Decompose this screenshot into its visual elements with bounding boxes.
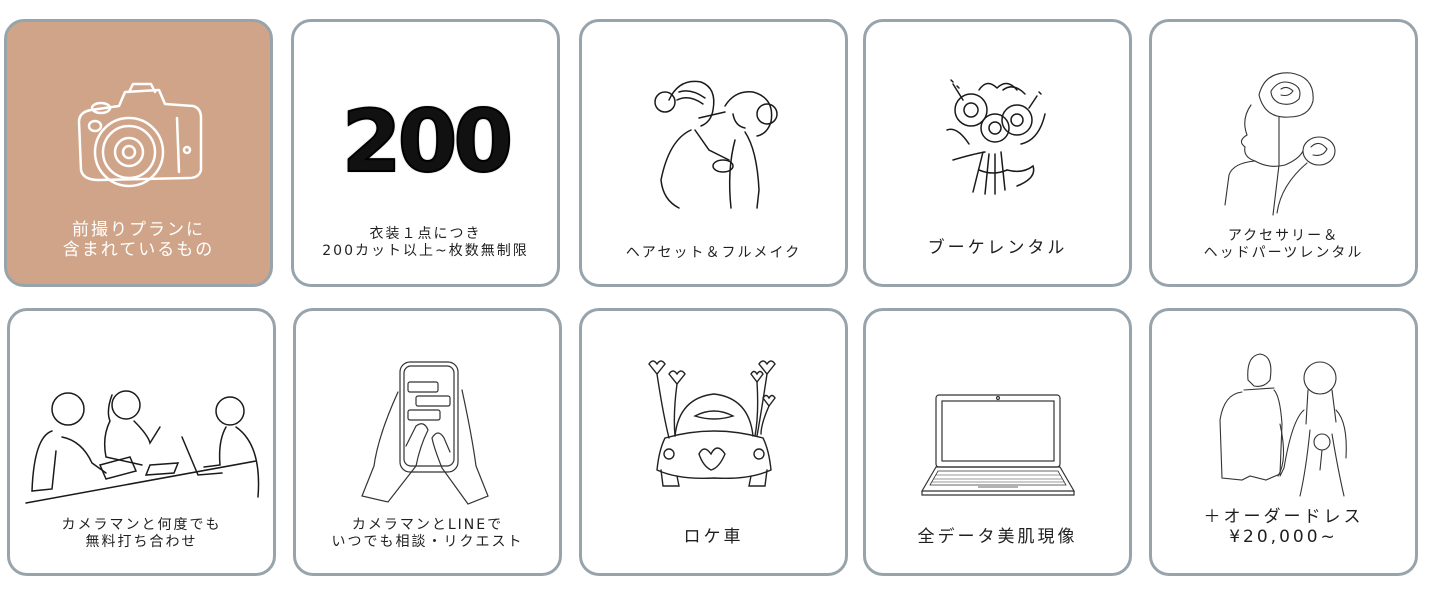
card-retouch[interactable]: 全データ美肌現像 <box>863 308 1132 576</box>
card-cuts[interactable]: 200 衣装１点につき 200カット以上~枚数無制限 <box>291 19 560 287</box>
card-location-car[interactable]: ロケ車 <box>579 308 848 576</box>
card-label: 前撮りプランに 含まれているもの <box>62 220 215 260</box>
balloon-200-icon: 200 <box>294 82 557 202</box>
card-order-dress[interactable]: ＋オーダードレス ¥20,000~ <box>1149 308 1418 576</box>
card-line[interactable]: カメラマンとLINEで いつでも相談・リクエスト <box>293 308 562 576</box>
smartphone-hands-icon <box>296 351 559 511</box>
card-label: カメラマンとLINEで いつでも相談・リクエスト <box>331 517 524 550</box>
bouquet-icon <box>866 60 1129 220</box>
card-label: 衣装１点につき 200カット以上~枚数無制限 <box>322 226 529 259</box>
card-plan-includes[interactable]: 前撮りプランに 含まれているもの <box>4 19 273 287</box>
big-number: 200 <box>341 91 515 193</box>
wedding-car-icon <box>582 349 845 509</box>
card-label: カメラマンと何度でも 無料打ち合わせ <box>61 517 222 550</box>
laptop-icon <box>866 361 1129 521</box>
bride-groom-icon <box>1152 345 1415 505</box>
card-meeting[interactable]: カメラマンと何度でも 無料打ち合わせ <box>7 308 276 576</box>
card-label: アクセサリー＆ ヘッドパーツレンタル <box>1203 228 1364 261</box>
card-bouquet[interactable]: ブーケレンタル <box>863 19 1132 287</box>
card-label: ロケ車 <box>683 527 744 547</box>
camera-icon <box>7 72 270 202</box>
card-label: ＋オーダードレス ¥20,000~ <box>1203 507 1364 547</box>
card-label: ヘアセット＆フルメイク <box>625 245 802 261</box>
meeting-people-icon <box>10 361 273 521</box>
makeup-artist-icon <box>582 60 845 220</box>
card-label: 全データ美肌現像 <box>917 527 1078 547</box>
card-label: ブーケレンタル <box>927 238 1068 258</box>
woman-flower-icon <box>1152 60 1415 220</box>
card-hair-makeup[interactable]: ヘアセット＆フルメイク <box>579 19 848 287</box>
card-accessory[interactable]: アクセサリー＆ ヘッドパーツレンタル <box>1149 19 1418 287</box>
